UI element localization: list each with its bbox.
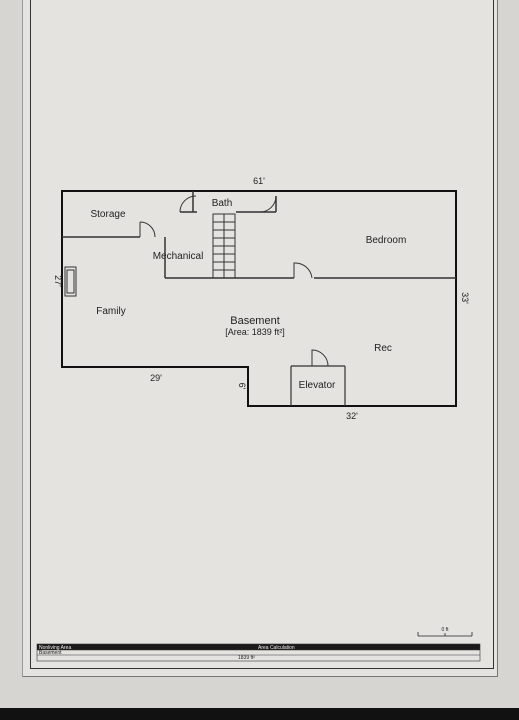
dim-right: 33' <box>460 292 470 304</box>
area-table <box>36 643 481 662</box>
basement-area: [Area: 1839 ft²] <box>225 327 285 337</box>
door-mechanical <box>139 221 156 238</box>
room-bedroom: Bedroom <box>366 235 407 246</box>
door-elevator <box>311 349 329 367</box>
area-table-row-label: Basement <box>39 650 62 656</box>
room-storage: Storage <box>90 209 125 220</box>
room-bath: Bath <box>212 198 233 209</box>
door-bath-left <box>179 195 197 213</box>
fireplace-icon <box>64 266 77 297</box>
drawing-frame <box>30 0 494 669</box>
room-elevator: Elevator <box>299 380 336 391</box>
area-table-row-value: 1839 ft² <box>238 655 255 661</box>
scale-bar <box>417 632 473 637</box>
room-family: Family <box>96 306 125 317</box>
area-table-header-calculation: Area Calculation <box>258 645 295 651</box>
paper-sheet <box>22 0 498 677</box>
scale-label: 0 ft <box>442 627 450 633</box>
dim-bottom-left: 29' <box>150 373 162 383</box>
room-basement: Basement <box>230 315 280 327</box>
room-mechanical: Mechanical <box>153 251 204 262</box>
dim-left: 27' <box>53 275 63 287</box>
dim-top: 61' <box>253 176 265 186</box>
stairs <box>212 213 236 279</box>
bottom-bar <box>0 708 519 720</box>
dim-bottom-right: 32' <box>346 411 358 421</box>
door-bath-right <box>259 195 277 213</box>
area-table-header-nonliving: Nonliving Area <box>39 645 71 651</box>
room-rec: Rec <box>374 343 392 354</box>
elevator-room <box>290 365 346 406</box>
dim-step: 6' <box>237 383 247 390</box>
outer-walls <box>61 190 457 407</box>
door-bedroom <box>293 262 313 279</box>
